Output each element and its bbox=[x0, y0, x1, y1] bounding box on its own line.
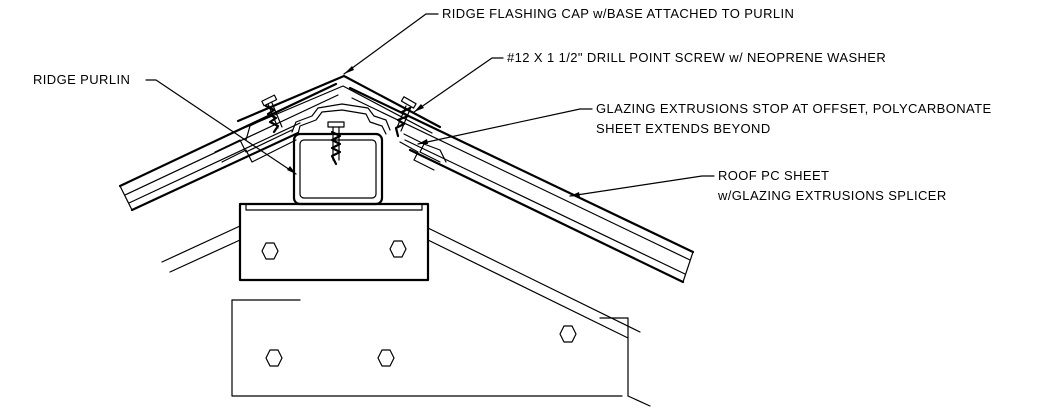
flashing-base-bracket bbox=[291, 103, 391, 135]
roof-pc-sheet-left bbox=[118, 82, 339, 212]
bolt-hex-plate-right bbox=[389, 240, 407, 258]
leader-drill-screw bbox=[413, 57, 504, 113]
drill-screw-center bbox=[327, 121, 345, 166]
label-roof-line1: ROOF PC SHEET bbox=[718, 168, 829, 183]
leader-glazing bbox=[417, 108, 593, 145]
roof-slope-right bbox=[427, 227, 641, 339]
bolt-hex-gusset-right bbox=[559, 325, 577, 343]
label-ridge-flashing: RIDGE FLASHING CAP w/BASE ATTACHED TO PU… bbox=[442, 6, 794, 21]
leader-roof-pc bbox=[569, 175, 715, 197]
bolt-hex-plate-left bbox=[261, 242, 279, 260]
label-glazing-line2: SHEET EXTENDS BEYOND bbox=[596, 121, 771, 136]
label-drill-screw: #12 X 1 1/2" DRILL POINT SCREW w/ NEOPRE… bbox=[507, 50, 886, 65]
label-glazing-line1: GLAZING EXTRUSIONS STOP AT OFFSET, POLYC… bbox=[596, 101, 992, 116]
leader-ridge-purlin bbox=[145, 79, 297, 175]
glazing-extrusion-left bbox=[214, 119, 297, 163]
label-roof-line2: w/GLAZING EXTRUSIONS SPLICER bbox=[717, 188, 947, 203]
bolt-hex-gusset-mid bbox=[377, 349, 395, 367]
gusset-plate bbox=[231, 299, 651, 407]
bolt-hex-gusset-left bbox=[265, 349, 283, 367]
drill-screw-right bbox=[394, 96, 417, 138]
roof-slope-left bbox=[161, 225, 241, 273]
label-ridge-purlin: RIDGE PURLIN bbox=[33, 72, 130, 87]
glazing-extrusion-right bbox=[399, 133, 447, 171]
drill-screw-left bbox=[261, 94, 283, 134]
connection-plate bbox=[238, 202, 430, 282]
leader-ridge-flashing bbox=[343, 13, 439, 75]
